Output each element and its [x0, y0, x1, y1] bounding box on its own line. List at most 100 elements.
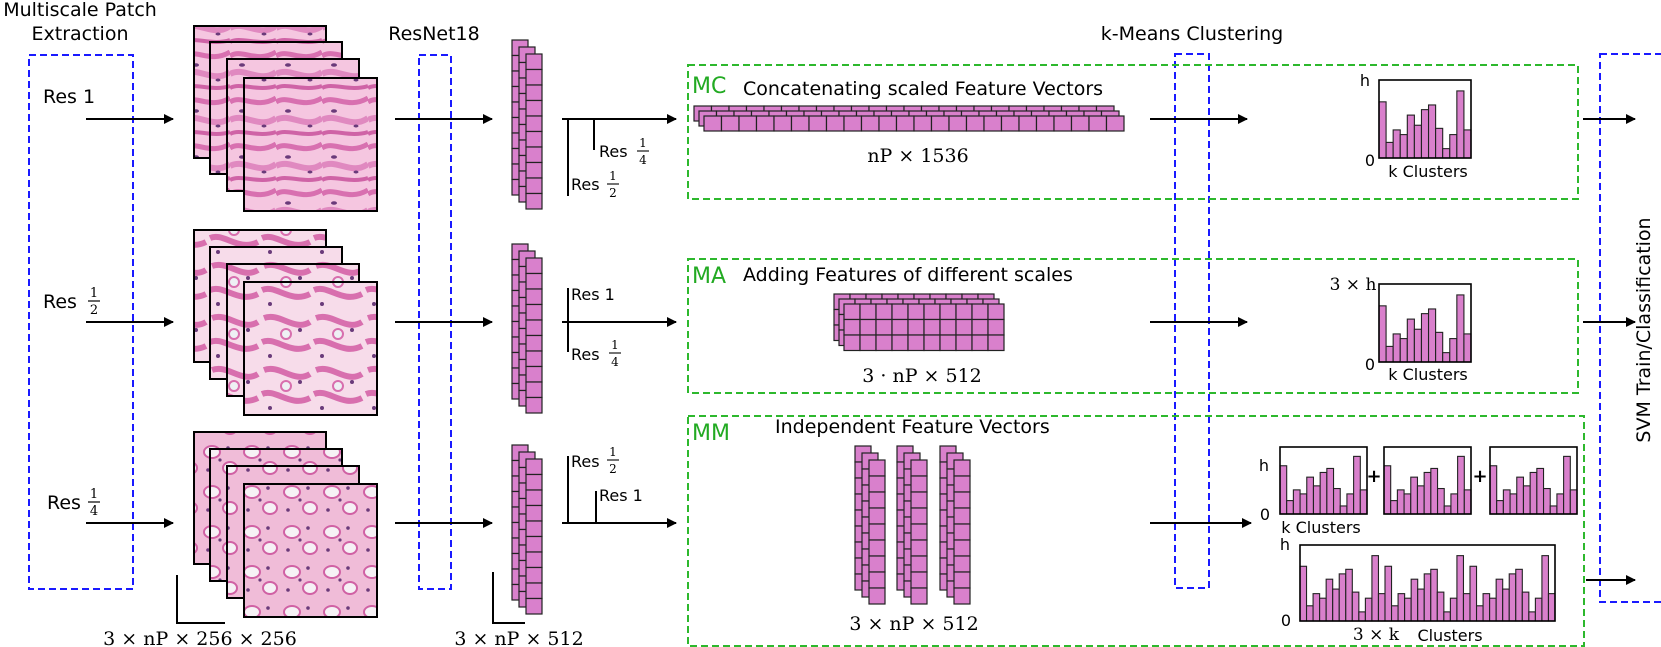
mm-big-zero: 0 — [1281, 611, 1291, 630]
mm-column-cell — [868, 587, 886, 605]
mm-column-cell — [910, 555, 928, 573]
ma-grid-cell — [891, 303, 909, 321]
mm-branch-connector — [562, 456, 677, 528]
mm-column-cell — [868, 491, 886, 509]
mc-vector-cell — [983, 115, 1003, 132]
ma-histogram-bar — [1378, 305, 1387, 363]
mm-column-cell — [868, 571, 886, 589]
mc-method-box — [687, 64, 1579, 200]
mm-histogram-bar — [1443, 505, 1452, 515]
mm-plus-2: + — [1472, 466, 1487, 487]
mm-histogram-bar — [1396, 489, 1405, 515]
mm-column-cell — [910, 539, 928, 557]
mm-concat-histogram-bar — [1462, 593, 1471, 622]
ma-grid-cell — [891, 334, 909, 352]
mm-branch-label-half: Res 1 2 — [571, 445, 619, 476]
mm-histogram-bar — [1563, 455, 1571, 515]
mm-histogram-bar — [1346, 493, 1355, 515]
resnet-feature-column-res1 — [511, 39, 543, 210]
mm-histogram-bar — [1299, 493, 1308, 515]
resnet-feature-cell — [525, 520, 543, 538]
svg-text:1: 1 — [611, 338, 619, 352]
mc-histogram-bar — [1435, 127, 1444, 159]
svg-text:4: 4 — [90, 504, 98, 519]
resnet-feature-cell — [525, 288, 543, 306]
mm-column-cell — [953, 587, 971, 605]
mm-column-cell — [953, 459, 971, 477]
resnet-feature-cell — [525, 84, 543, 102]
ma-grid-cell — [843, 334, 861, 352]
ma-branch-label-one: Res 1 — [571, 285, 615, 304]
mm-plus-1: + — [1366, 466, 1381, 487]
ma-grid-cell — [923, 334, 941, 352]
mm-histogram-bar — [1359, 489, 1368, 515]
mm-concat-histogram-bar — [1495, 578, 1504, 622]
ma-histogram-bar — [1435, 331, 1444, 363]
ma-grid-cell — [859, 334, 877, 352]
mm-histogram-bar — [1436, 487, 1445, 515]
ma-summed-feature-grid — [833, 293, 1005, 352]
mm-concat-histogram-bar — [1319, 597, 1327, 622]
ma-branch-connector — [562, 288, 677, 352]
res-half-label: Res 1 2 — [43, 286, 100, 318]
ma-grid-cell — [843, 318, 861, 336]
mm-hist-zero: 0 — [1260, 505, 1270, 524]
mm-concat-histogram-bar — [1299, 565, 1308, 622]
mm-column-cell — [953, 555, 971, 573]
ma-grid-cell — [907, 334, 925, 352]
patch-dim-label: 3 × nP × 256 × 256 — [103, 628, 297, 647]
mc-vector-cell — [703, 115, 723, 132]
ma-histogram-bar — [1449, 338, 1458, 363]
mm-concat-histogram-bar — [1436, 591, 1445, 622]
extraction-title-line1: Multiscale Patch — [3, 0, 157, 21]
mm-histogram-bar — [1306, 476, 1315, 515]
mm-column-cell — [910, 459, 928, 477]
mm-hist-ylabel: h — [1259, 456, 1269, 475]
mm-column-cell — [868, 475, 886, 493]
ma-grid-cell — [971, 318, 989, 336]
ma-grid-cell — [971, 303, 989, 321]
mm-histogram-bar — [1390, 500, 1398, 515]
resnet-title: ResNet18 — [388, 23, 479, 45]
ma-grid-cell — [923, 303, 941, 321]
mm-column-cell — [953, 539, 971, 557]
mc-vector-cell — [878, 115, 898, 132]
mm-histogram-bar — [1286, 500, 1294, 515]
ma-histogram-bar — [1392, 333, 1401, 363]
ma-tag: MA — [692, 264, 726, 289]
ma-histogram-bar — [1463, 333, 1472, 363]
mm-hist-xlabel: k Clusters — [1281, 518, 1360, 537]
mm-histogram-bar — [1450, 493, 1459, 515]
mc-vector-cell — [773, 115, 793, 132]
ma-grid-cell — [939, 303, 957, 321]
mc-branch-label-quarter: Res 1 4 — [599, 136, 649, 167]
resnet-feature-cell — [525, 68, 543, 86]
mm-concat-histogram-bar — [1475, 605, 1484, 622]
resnet-feature-cell — [525, 458, 543, 476]
ma-hist-xlabel: k Clusters — [1388, 365, 1467, 384]
mm-concat-histogram-bar — [1456, 555, 1465, 622]
mc-dim-label: nP × 1536 — [867, 145, 968, 167]
mm-column-cell — [910, 507, 928, 525]
mm-histogram-bar — [1502, 489, 1511, 515]
ma-histogram-bar — [1406, 318, 1415, 363]
resnet-feature-cell — [525, 365, 543, 383]
mm-concat-histogram-bar — [1528, 611, 1536, 622]
mm-concat-histogram-bar — [1312, 593, 1321, 622]
resnet-feature-cell — [525, 597, 543, 615]
mm-histogram-bar — [1319, 471, 1328, 515]
resnet-feature-cell — [525, 130, 543, 148]
mc-vector-cell — [808, 115, 828, 132]
ma-histogram-bar — [1456, 294, 1465, 363]
mm-concat-histogram-bar — [1508, 573, 1517, 622]
mc-histogram-bar — [1463, 129, 1472, 159]
svg-text:1: 1 — [90, 487, 98, 502]
mc-hist-xlabel: k Clusters — [1388, 162, 1467, 181]
ma-grid-cell — [955, 318, 973, 336]
ma-histogram-bar — [1413, 328, 1423, 363]
mc-histogram-bar — [1420, 109, 1430, 159]
mm-column-cell — [910, 475, 928, 493]
mm-concat-histogram-bar — [1397, 593, 1406, 622]
resnet-feature-cell — [525, 115, 543, 133]
resnet-feature-cell — [525, 396, 543, 414]
